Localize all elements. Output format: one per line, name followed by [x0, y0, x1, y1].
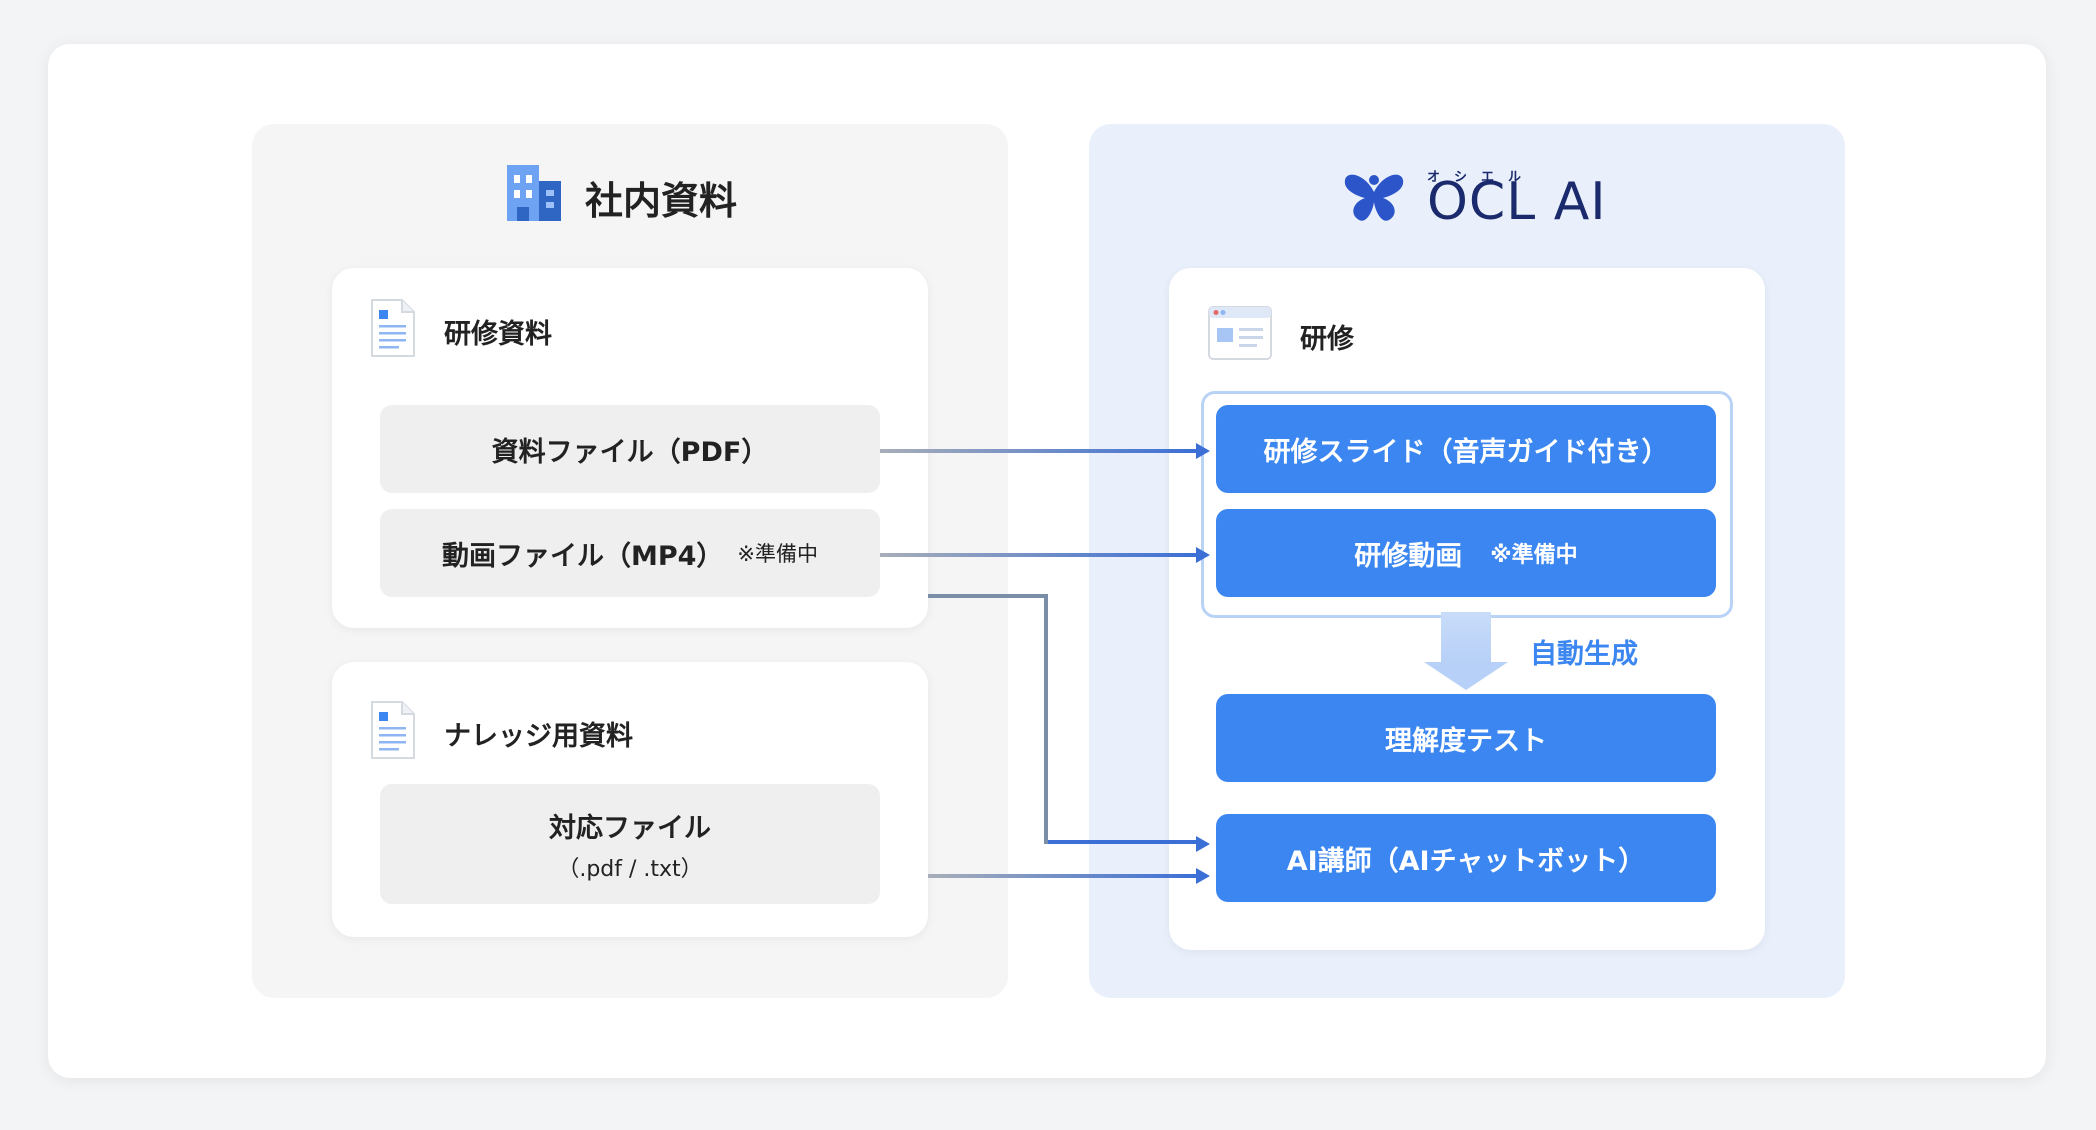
auto-generate-down-arrow: [1424, 612, 1508, 690]
arrow-mp4-to-video: [880, 547, 1210, 563]
pdf-file-label: 資料ファイル（PDF）: [491, 436, 769, 468]
training-slides-item: 研修スライド（音声ガイド付き）: [1216, 405, 1716, 493]
pdf-file-item: 資料ファイル（PDF）: [380, 405, 880, 493]
knowledge-materials-header: ナレッジ用資料: [370, 700, 633, 767]
document-icon: [370, 700, 416, 767]
mp4-file-note: ※準備中: [737, 542, 819, 566]
ocl-ai-logo-kana: オシエル: [1427, 170, 1536, 185]
ocl-ai-logo: OCL AI: [1343, 170, 1607, 233]
ocl-ai-logo-text: OCL AI: [1427, 171, 1607, 232]
arrow-knowledge-to-ai-teacher: [928, 868, 1210, 884]
supported-files-ext: （.pdf / .txt）: [557, 856, 703, 882]
training-video-item: 研修動画 ※準備中: [1216, 509, 1716, 597]
internal-materials-header: 社内資料: [505, 163, 737, 232]
comprehension-test-item: 理解度テスト: [1216, 694, 1716, 782]
panel-title-internal: 社内資料: [585, 179, 738, 223]
ai-teacher-label: AI講師（AIチャットボット）: [1286, 845, 1646, 877]
auto-generate-label: 自動生成: [1530, 639, 1638, 670]
arrow-pdf-to-slides: [880, 443, 1210, 459]
mp4-file-label: 動画ファイル（MP4）: [441, 540, 724, 572]
training-header: 研修: [1208, 306, 1354, 367]
training-materials-header: 研修資料: [370, 298, 552, 365]
ai-teacher-item: AI講師（AIチャットボット）: [1216, 814, 1716, 902]
training-materials-title: 研修資料: [444, 319, 552, 350]
supported-files-item: 対応ファイル （.pdf / .txt）: [380, 784, 880, 904]
document-icon: [370, 298, 416, 365]
butterfly-logo-icon: [1343, 170, 1405, 233]
training-slides-label: 研修スライド（音声ガイド付き）: [1263, 436, 1669, 468]
supported-files-label: 対応ファイル: [549, 812, 711, 844]
building-icon: [505, 163, 563, 232]
training-title: 研修: [1300, 324, 1354, 355]
training-video-note: ※準備中: [1490, 543, 1578, 568]
browser-window-icon: [1208, 306, 1272, 367]
arrow-training-to-ai-teacher: [928, 594, 1210, 852]
comprehension-test-label: 理解度テスト: [1385, 725, 1547, 757]
knowledge-materials-title: ナレッジ用資料: [444, 721, 633, 752]
training-video-label: 研修動画: [1354, 540, 1463, 572]
mp4-file-item: 動画ファイル（MP4） ※準備中: [380, 509, 880, 597]
